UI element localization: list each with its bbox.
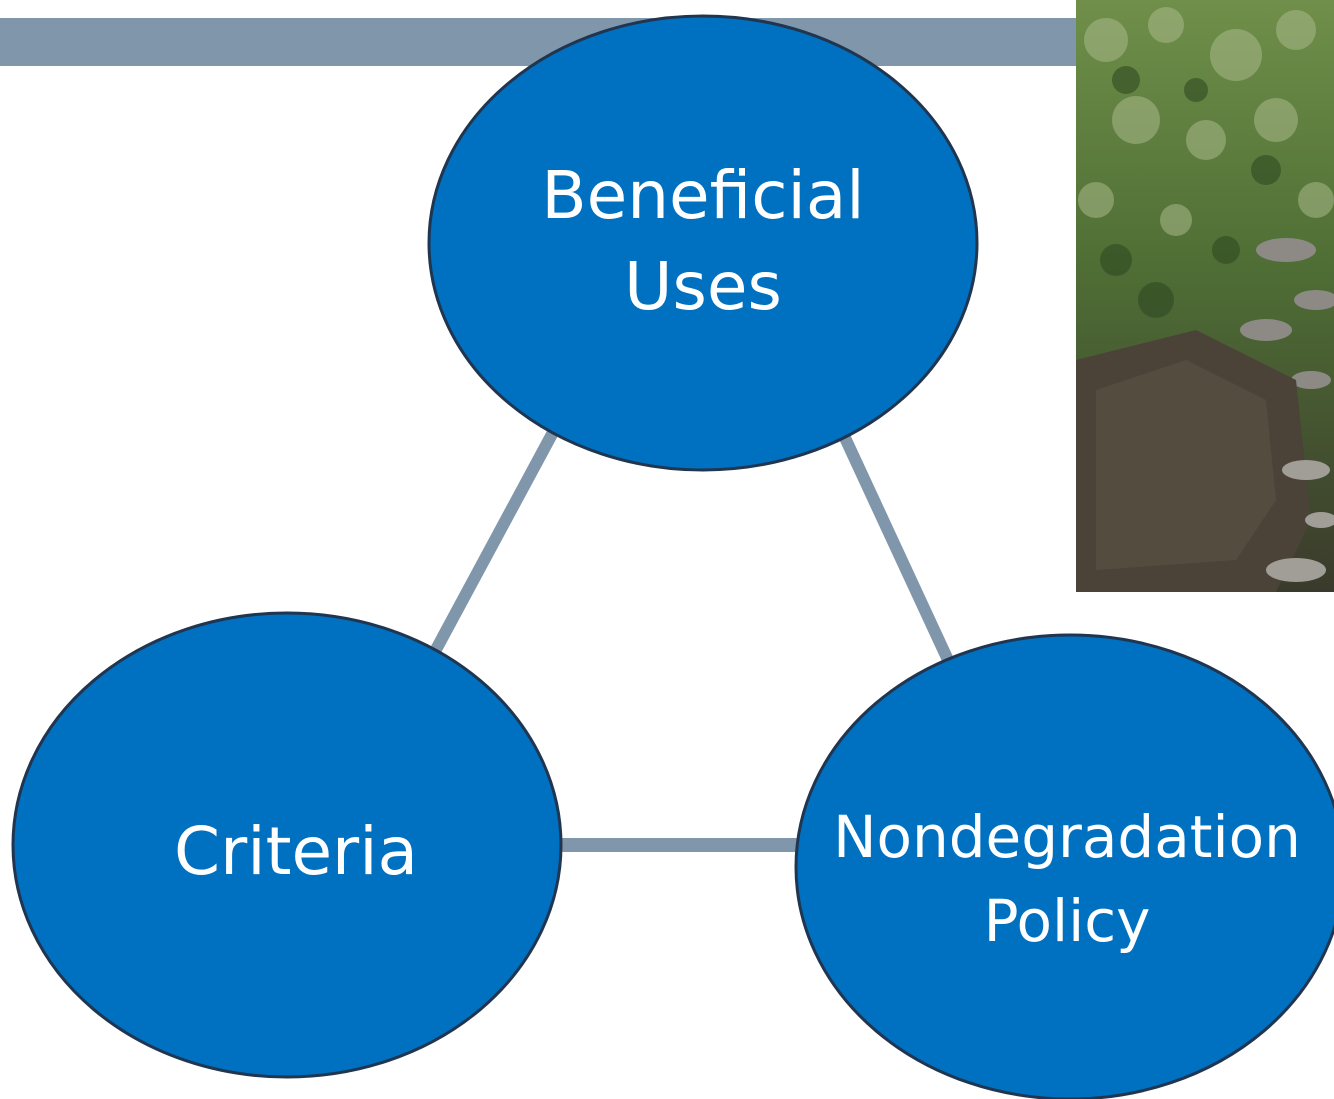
stream-photo <box>1076 0 1334 592</box>
node-beneficial-uses <box>427 14 979 472</box>
nondegradation-policy-label: Nondegradation Policy <box>833 803 1301 956</box>
connector-beneficial-criteria <box>426 420 564 660</box>
node-nondegradation-policy <box>794 633 1334 1099</box>
criteria-label: Criteria <box>174 813 418 890</box>
connector-beneficial-nondegradation <box>834 424 954 663</box>
node-criteria <box>11 611 563 1079</box>
beneficial-uses-label: Beneficial Uses <box>541 157 865 326</box>
